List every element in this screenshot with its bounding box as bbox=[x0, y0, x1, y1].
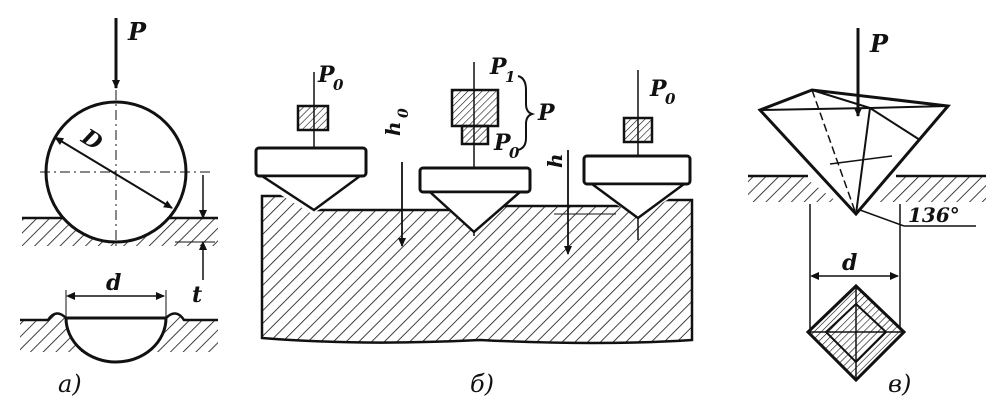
panel-b-weight-pre bbox=[460, 124, 490, 146]
panel-b-depth-final: h bbox=[543, 153, 567, 168]
panel-b-preload-middle: P bbox=[493, 130, 512, 156]
panel-b-depth-initial: h bbox=[381, 121, 405, 136]
panel-b-caption: б) bbox=[470, 370, 494, 398]
panel-b-preload-middle-sub: 0 bbox=[509, 144, 520, 162]
panel-b-preload-right: P bbox=[649, 76, 668, 102]
panel-b-preload-left-sub: 0 bbox=[333, 76, 344, 94]
panel-a-brinell: P D t d а) bbox=[20, 17, 218, 398]
panel-b-weight-main bbox=[450, 88, 500, 128]
panel-a-caption: а) bbox=[58, 370, 82, 398]
panel-c-caption: в) bbox=[888, 370, 911, 398]
panel-b-preload-right-sub: 0 bbox=[665, 90, 676, 108]
panel-b-indenter-left bbox=[254, 72, 368, 212]
panel-b-weight-left bbox=[296, 104, 330, 132]
panel-b-depth-initial-sub: 0 bbox=[396, 108, 412, 118]
panel-c-vickers: P 136° d в) bbox=[748, 28, 986, 398]
panel-c-angle-label: 136° bbox=[908, 203, 960, 227]
panel-b-indenter-middle bbox=[418, 62, 532, 236]
panel-b-weight-right bbox=[622, 116, 654, 144]
panel-b-total-load: P bbox=[537, 100, 556, 126]
panel-b-main-load-sub: 1 bbox=[505, 68, 515, 86]
panel-c-diagonal-label: d bbox=[842, 250, 857, 276]
panel-b-main-load: P bbox=[489, 54, 508, 80]
panel-b-specimen bbox=[260, 194, 694, 345]
panel-c-load-label: P bbox=[869, 29, 889, 58]
panel-b-preload-left: P bbox=[317, 62, 336, 88]
panel-a-load-label: P bbox=[127, 17, 147, 46]
panel-a-depth-label: t bbox=[192, 282, 202, 308]
panel-b-indenter-right bbox=[582, 70, 692, 240]
panel-a-imprint-label: d bbox=[106, 270, 121, 296]
panel-b-rockwell: P 0 h 0 P 1 P 0 P h P 0 bbox=[254, 54, 694, 398]
